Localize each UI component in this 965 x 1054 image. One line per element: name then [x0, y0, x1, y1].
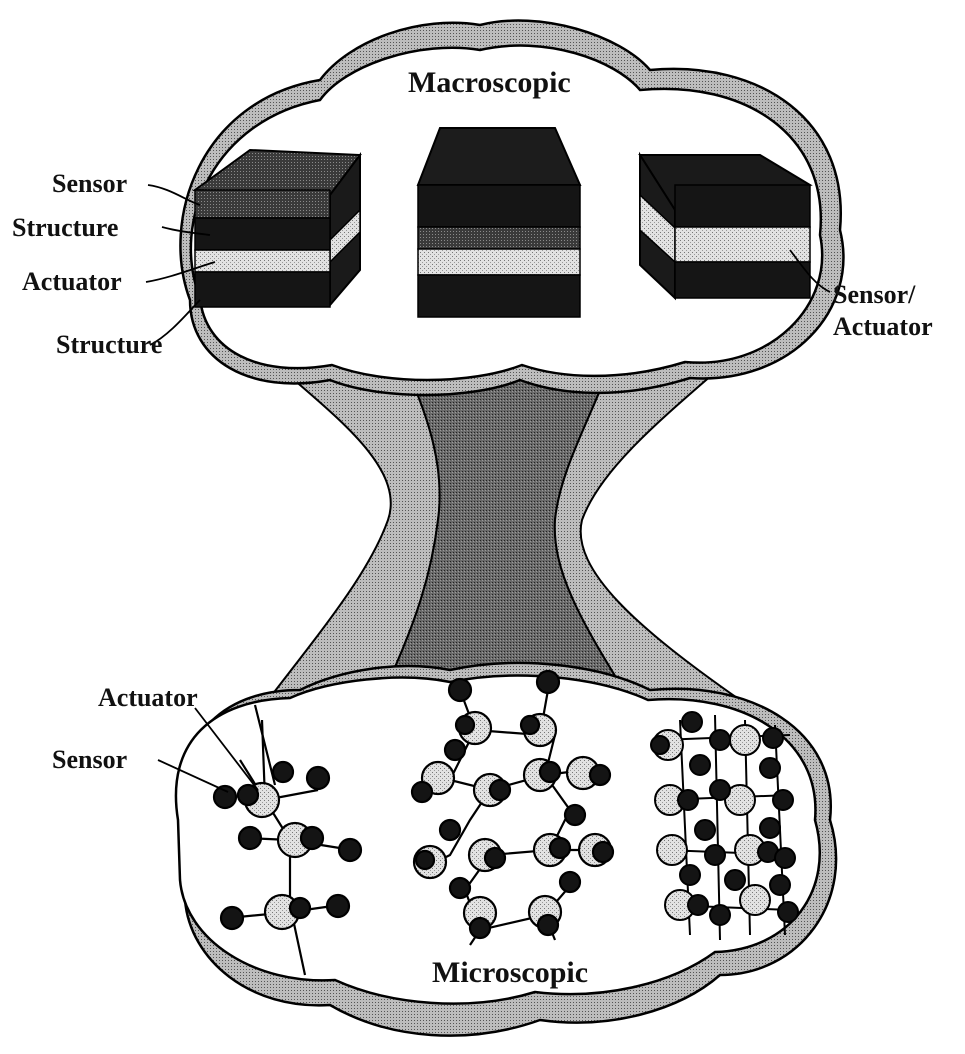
label-actuator: Actuator	[22, 267, 122, 296]
label-structure-lower: Structure	[56, 330, 162, 359]
mol3-atom-dark-17	[770, 875, 790, 895]
mol1-atom-dark-5	[239, 827, 261, 849]
label-sensor: Sensor	[52, 169, 127, 198]
mol3-atom-dark-1	[682, 712, 702, 732]
mol2-atom-dark-8	[540, 762, 560, 782]
cube2-top	[418, 128, 580, 185]
mol1-atom-dark-2	[214, 786, 236, 808]
mol1-atom-dark-7	[339, 839, 361, 861]
layered-cube	[195, 150, 360, 307]
mol2-atom-dark-14	[550, 838, 570, 858]
mol2-atom-dark-3	[456, 716, 474, 734]
mol1-atom-dark-6	[301, 827, 323, 849]
mol1-atom-dark-8	[221, 907, 243, 929]
mol2-atom-dark-9	[590, 765, 610, 785]
mol3-atom-dark-2	[710, 730, 730, 750]
mol3-atom-light-2	[730, 725, 760, 755]
cube1-sensor-layer	[195, 190, 330, 218]
mol2-atom-dark-18	[470, 918, 490, 938]
mol3-atom-dark-19	[710, 905, 730, 925]
title-macroscopic: Macroscopic	[408, 66, 571, 99]
label-micro-sensor: Sensor	[52, 745, 127, 774]
mol2-atom-dark-4	[521, 716, 539, 734]
mol2-atom-dark-11	[565, 805, 585, 825]
label-micro-actuator: Actuator	[98, 683, 198, 712]
mol3-atom-dark-6	[760, 758, 780, 778]
mol2-atom-dark-13	[485, 848, 505, 868]
mol1-atom-dark-3	[307, 767, 329, 789]
mol3-atom-dark-15	[680, 865, 700, 885]
mol2-atom-dark-17	[560, 872, 580, 892]
cube3-sensor-actuator-layer	[675, 227, 810, 262]
mol2-atom-dark-7	[490, 780, 510, 800]
mol3-atom-dark-18	[688, 895, 708, 915]
mol2-atom-dark-5	[445, 740, 465, 760]
mol3-atom-dark-14	[775, 848, 795, 868]
label-structure-upper: Structure	[12, 213, 118, 242]
mol3-atom-dark-3	[763, 728, 783, 748]
mol2-atom-dark-10	[440, 820, 460, 840]
mol2-atom-dark-2	[537, 671, 559, 693]
mol3-atom-dark-4	[651, 736, 669, 754]
mol2-atom-dark-19	[538, 915, 558, 935]
mol3-atom-dark-20	[778, 902, 798, 922]
cube2-lower-block	[418, 275, 580, 317]
mol3-atom-dark-7	[678, 790, 698, 810]
mol3-atom-dark-12	[705, 845, 725, 865]
title-microscopic: Microscopic	[432, 956, 588, 989]
funnel	[268, 365, 740, 700]
mol3-atom-dark-11	[760, 818, 780, 838]
cube2-sensor-layer	[418, 227, 580, 249]
cube2-actuator-layer	[418, 249, 580, 275]
mol3-atom-dark-16	[725, 870, 745, 890]
mol1-atom-dark-9	[290, 898, 310, 918]
mol3-atom-dark-5	[690, 755, 710, 775]
mol3-atom-dark-8	[710, 780, 730, 800]
cube3-upper-block	[675, 185, 810, 227]
mol3-atom-light-5	[657, 835, 687, 865]
mol2-atom-dark-12	[416, 851, 434, 869]
cube1-structure-upper	[195, 218, 330, 250]
mol2-atom-dark-16	[450, 878, 470, 898]
mol3-atom-light-8	[740, 885, 770, 915]
mol1-atom-dark-4	[273, 762, 293, 782]
cube3-lower-block	[675, 262, 810, 298]
mol1-atom-dark-10	[327, 895, 349, 917]
cube1-actuator-layer	[195, 250, 330, 272]
mol2-atom-dark-6	[412, 782, 432, 802]
cube2-upper-block	[418, 185, 580, 227]
label-sensor-actuator-line2: Actuator	[833, 312, 933, 341]
sensor-actuator-cube	[640, 155, 810, 298]
label-sensor-actuator-line1: Sensor/	[833, 280, 916, 309]
mol3-atom-dark-9	[773, 790, 793, 810]
mol1-atom-dark-1	[238, 785, 258, 805]
mol2-atom-dark-15	[593, 842, 613, 862]
cube1-structure-lower	[195, 272, 330, 307]
center-cube	[418, 128, 580, 317]
mol2-atom-dark-1	[449, 679, 471, 701]
mol3-atom-dark-10	[695, 820, 715, 840]
